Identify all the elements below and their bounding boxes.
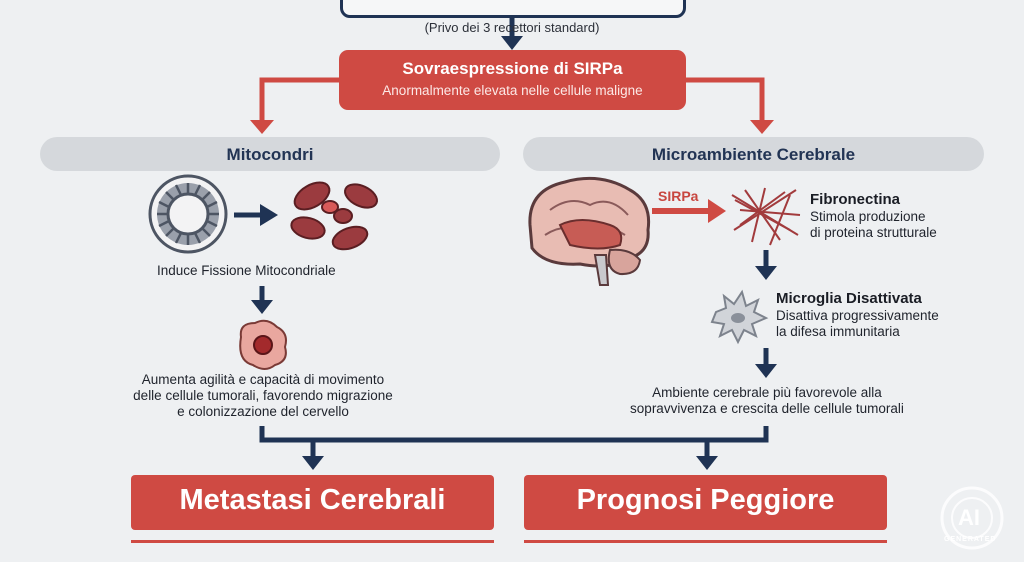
outcome-metastasi-label: Metastasi Cerebrali xyxy=(179,484,446,516)
arrow-to-metastasi xyxy=(302,456,324,470)
arrow-sirpa-to-microambiente xyxy=(686,77,765,122)
watermark-ring-text: GENERATED xyxy=(944,536,997,543)
fibronectin-mesh-icon xyxy=(731,187,801,246)
top-box xyxy=(340,0,686,18)
brain-icon xyxy=(528,176,651,286)
mitocondri-header: Mitocondri xyxy=(40,137,500,171)
arrow-sirpa-to-mitocondri xyxy=(259,77,339,122)
fragmented-mitochondria-icon xyxy=(290,181,378,251)
outcome-prognosi-label: Prognosi Peggiore xyxy=(576,484,835,516)
sirpa-subtitle: Anormalmente elevata nelle cellule malig… xyxy=(382,83,643,98)
outcome-metastasi-underline xyxy=(131,540,494,543)
sirpa-overexpression-box: Sovraespressione di SIRPa Anormalmente e… xyxy=(339,50,686,110)
outcome-prognosi: Prognosi Peggiore xyxy=(524,475,887,530)
ai-generated-watermark xyxy=(940,486,1004,550)
sirpa-title: Sovraespressione di SIRPa xyxy=(402,59,623,78)
sirpa-arrow-label: SIRPa xyxy=(658,188,699,204)
left-effect-line-3: e colonizzazione del cervello xyxy=(177,404,349,419)
mitocondri-header-label: Mitocondri xyxy=(226,145,314,164)
microambiente-header-label: Microambiente Cerebrale xyxy=(651,145,856,164)
watermark-ai-text: AI xyxy=(958,505,980,530)
microglia-line-1: Disattiva progressivamente xyxy=(776,308,939,323)
arrow-to-prognosi xyxy=(696,456,718,470)
tumor-cell-icon xyxy=(239,319,287,370)
microglia-description: Disattiva progressivamente la difesa imm… xyxy=(776,308,939,340)
fission-label: Induce Fissione Mitocondriale xyxy=(157,263,336,278)
right-effect-text: Ambiente cerebrale più favorevole alla s… xyxy=(572,385,962,417)
microglia-title: Microglia Disattivata xyxy=(776,290,922,307)
fibronectin-line-1: Stimola produzione xyxy=(810,209,926,224)
right-effect-line-2: sopravvivenza e crescita delle cellule t… xyxy=(630,401,904,416)
left-effect-line-2: delle cellule tumorali, favorendo migraz… xyxy=(133,388,393,403)
right-effect-line-1: Ambiente cerebrale più favorevole alla xyxy=(652,385,882,400)
fibronectin-line-2: di proteina strutturale xyxy=(810,225,937,240)
microambiente-header: Microambiente Cerebrale xyxy=(523,137,984,171)
left-effect-line-1: Aumenta agilità e capacità di movimento xyxy=(141,372,385,387)
microglia-icon xyxy=(710,289,769,345)
fibronectin-title: Fibronectina xyxy=(810,191,901,208)
outcome-prognosi-underline xyxy=(524,540,887,543)
left-effect-text: Aumenta agilità e capacità di movimento … xyxy=(100,372,426,420)
fibronectin-description: Stimola produzione di proteina struttura… xyxy=(810,209,937,241)
microglia-line-2: la difesa immunitaria xyxy=(776,324,900,339)
merge-connector xyxy=(259,426,769,443)
top-box-text: (Privo dei 3 recettori standard) xyxy=(424,20,600,35)
mitochondrion-icon xyxy=(148,174,228,254)
outcome-metastasi: Metastasi Cerebrali xyxy=(131,475,494,530)
